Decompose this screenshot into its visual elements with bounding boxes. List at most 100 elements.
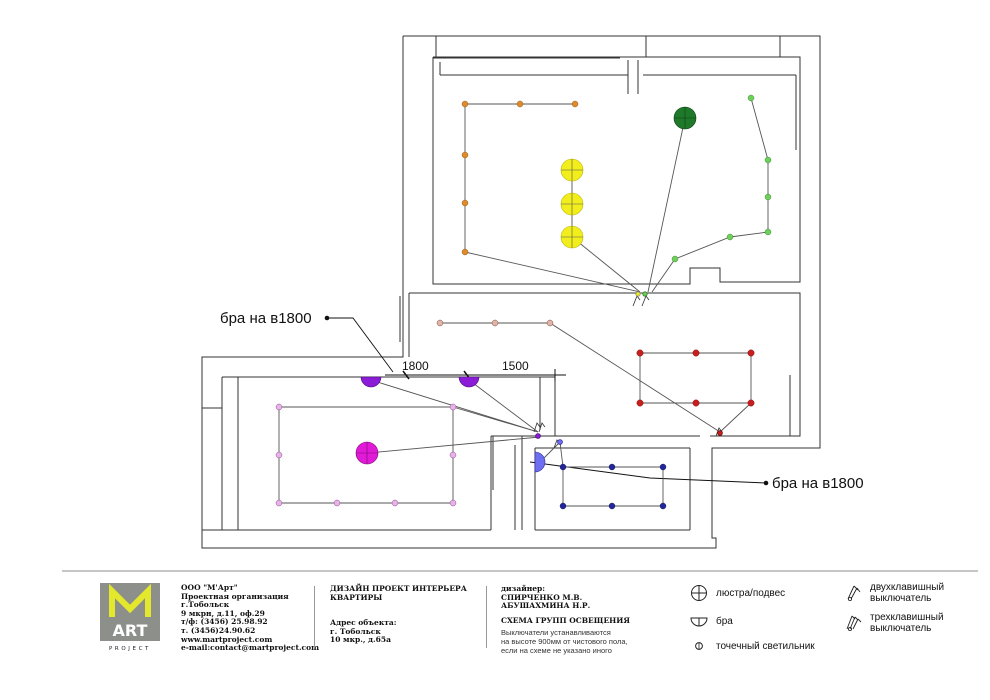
spot-light — [747, 94, 755, 102]
leader-dot-left — [324, 315, 330, 321]
spot-light — [516, 100, 524, 108]
sheet-title: СХЕМА ГРУПП ОСВЕЩЕНИЯ — [501, 615, 630, 625]
designer-line: СПИРЧЕНКО М.В. — [501, 592, 583, 602]
yellow-pendant-group — [560, 158, 584, 249]
spot-light — [747, 399, 755, 407]
spot-light — [436, 319, 444, 327]
address-line: г. Тобольск — [330, 626, 381, 636]
designer-info: дизайнер: СПИРЧЕНКО М.В. АБУШАХМИНА Н.Р.… — [501, 584, 630, 656]
pendant-light — [560, 158, 584, 182]
spot-light — [461, 151, 469, 159]
magenta-chandelier — [355, 441, 379, 465]
note-line: если на схеме не указано иного — [501, 646, 612, 656]
project-title-line: КВАРТИРЫ — [330, 592, 383, 602]
spot-light — [275, 499, 283, 507]
dimension-line: 1800 1500 — [385, 359, 566, 381]
spot-light — [559, 502, 567, 510]
company-line: e-mail:contact@martproject.com — [181, 643, 320, 653]
spot-light — [275, 451, 283, 459]
legend-switch2-line: выключатель — [870, 593, 932, 604]
logo-text-art: ART — [113, 621, 148, 640]
spot-light — [764, 193, 772, 201]
triple-switch-symbol-icon — [846, 615, 862, 631]
spot-light — [275, 403, 283, 411]
walls — [201, 35, 821, 549]
dim-1500-label: 1500 — [502, 359, 529, 373]
spot-light — [449, 451, 457, 459]
spot-light — [636, 399, 644, 407]
note-line: на высоте 900мм от чистового пола, — [501, 637, 628, 647]
company-line: Проектная организация — [181, 591, 289, 601]
orange-spot-group — [461, 100, 579, 256]
legend-switch2-line: двухклавишный — [870, 582, 945, 593]
annotation-leaders — [328, 317, 767, 484]
legend-sconce: бра — [688, 611, 733, 631]
chandelier-symbol-icon — [691, 585, 707, 601]
corridor-spot-group — [436, 319, 554, 327]
pendant-light — [560, 192, 584, 216]
spot-light — [449, 403, 457, 411]
divider — [486, 586, 487, 648]
spot-light — [764, 228, 772, 236]
note-line: Выключатели устанавливаются — [501, 628, 611, 638]
pendant-light — [560, 225, 584, 249]
sconce-light — [360, 376, 382, 388]
fixtures — [275, 94, 772, 510]
spot-light — [391, 499, 399, 507]
leader-dot-right — [763, 480, 769, 486]
company-line: т/ф: (3456) 25.98.92 — [181, 617, 268, 627]
legend-switch3: трехклавишный выключатель — [842, 612, 944, 634]
company-line: www.martproject.com — [181, 634, 273, 644]
spot-light — [659, 502, 667, 510]
address-line: Адрес объекта: — [330, 618, 397, 628]
light-green-spot-group — [671, 94, 772, 263]
spot-light — [747, 349, 755, 357]
green-chandelier — [673, 106, 697, 130]
company-line: г.Тобольск — [181, 600, 230, 610]
spot-light — [692, 399, 700, 407]
spot-light — [726, 233, 734, 241]
spot-symbol-icon — [695, 642, 703, 650]
company-info: ООО "М'Арт" Проектная организация г.Тобо… — [181, 583, 320, 653]
bra-label-left: бра на в1800 — [220, 310, 312, 327]
spot-light — [692, 349, 700, 357]
switch-left-room — [533, 422, 546, 439]
spot-light — [461, 248, 469, 256]
legend-sconce-label: бра — [716, 615, 733, 627]
double-switch-symbol-icon — [847, 585, 861, 601]
designer-line: дизайнер: — [501, 584, 546, 593]
switches — [533, 291, 723, 449]
legend-switch2: двухклавишный выключатель — [842, 582, 944, 604]
spot-light — [571, 100, 579, 108]
spot-light — [461, 100, 469, 108]
switch-main-room — [632, 291, 650, 307]
sconce-symbol-icon — [690, 617, 708, 627]
company-line: 9 мкрн, д.11, оф.29 — [181, 608, 265, 618]
address-line: 10 мкр., д.65а — [330, 635, 391, 645]
legend-chandelier: люстра/подвес — [688, 583, 785, 603]
spot-light — [461, 199, 469, 207]
divider — [314, 586, 315, 648]
spot-light — [608, 463, 616, 471]
spot-light — [333, 499, 341, 507]
project-info: ДИЗАЙН ПРОЕКТ ИНТЕРЬЕРА КВАРТИРЫ Адрес о… — [330, 584, 467, 645]
designer-line: АБУШАХМИНА Н.Р. — [501, 601, 591, 611]
legend-spot-label: точечный светильник — [716, 640, 815, 652]
legend-switch3-line: трехклавишный — [870, 612, 944, 623]
navy-spot-group — [559, 463, 667, 510]
pink-spot-group — [275, 403, 457, 507]
spot-light — [636, 349, 644, 357]
spot-light — [671, 255, 679, 263]
sconce-light — [458, 376, 480, 388]
company-line: т. (3456)24.90.62 — [181, 625, 256, 635]
legend-chandelier-label: люстра/подвес — [716, 587, 786, 599]
bra-label-right: бра на в1800 — [772, 475, 864, 492]
spot-light — [764, 156, 772, 164]
wiring — [278, 97, 769, 507]
switch-bathroom — [553, 439, 563, 449]
spot-light — [491, 319, 499, 327]
spot-light — [659, 463, 667, 471]
spot-light — [608, 502, 616, 510]
spot-light — [449, 499, 457, 507]
spot-light — [546, 319, 554, 327]
